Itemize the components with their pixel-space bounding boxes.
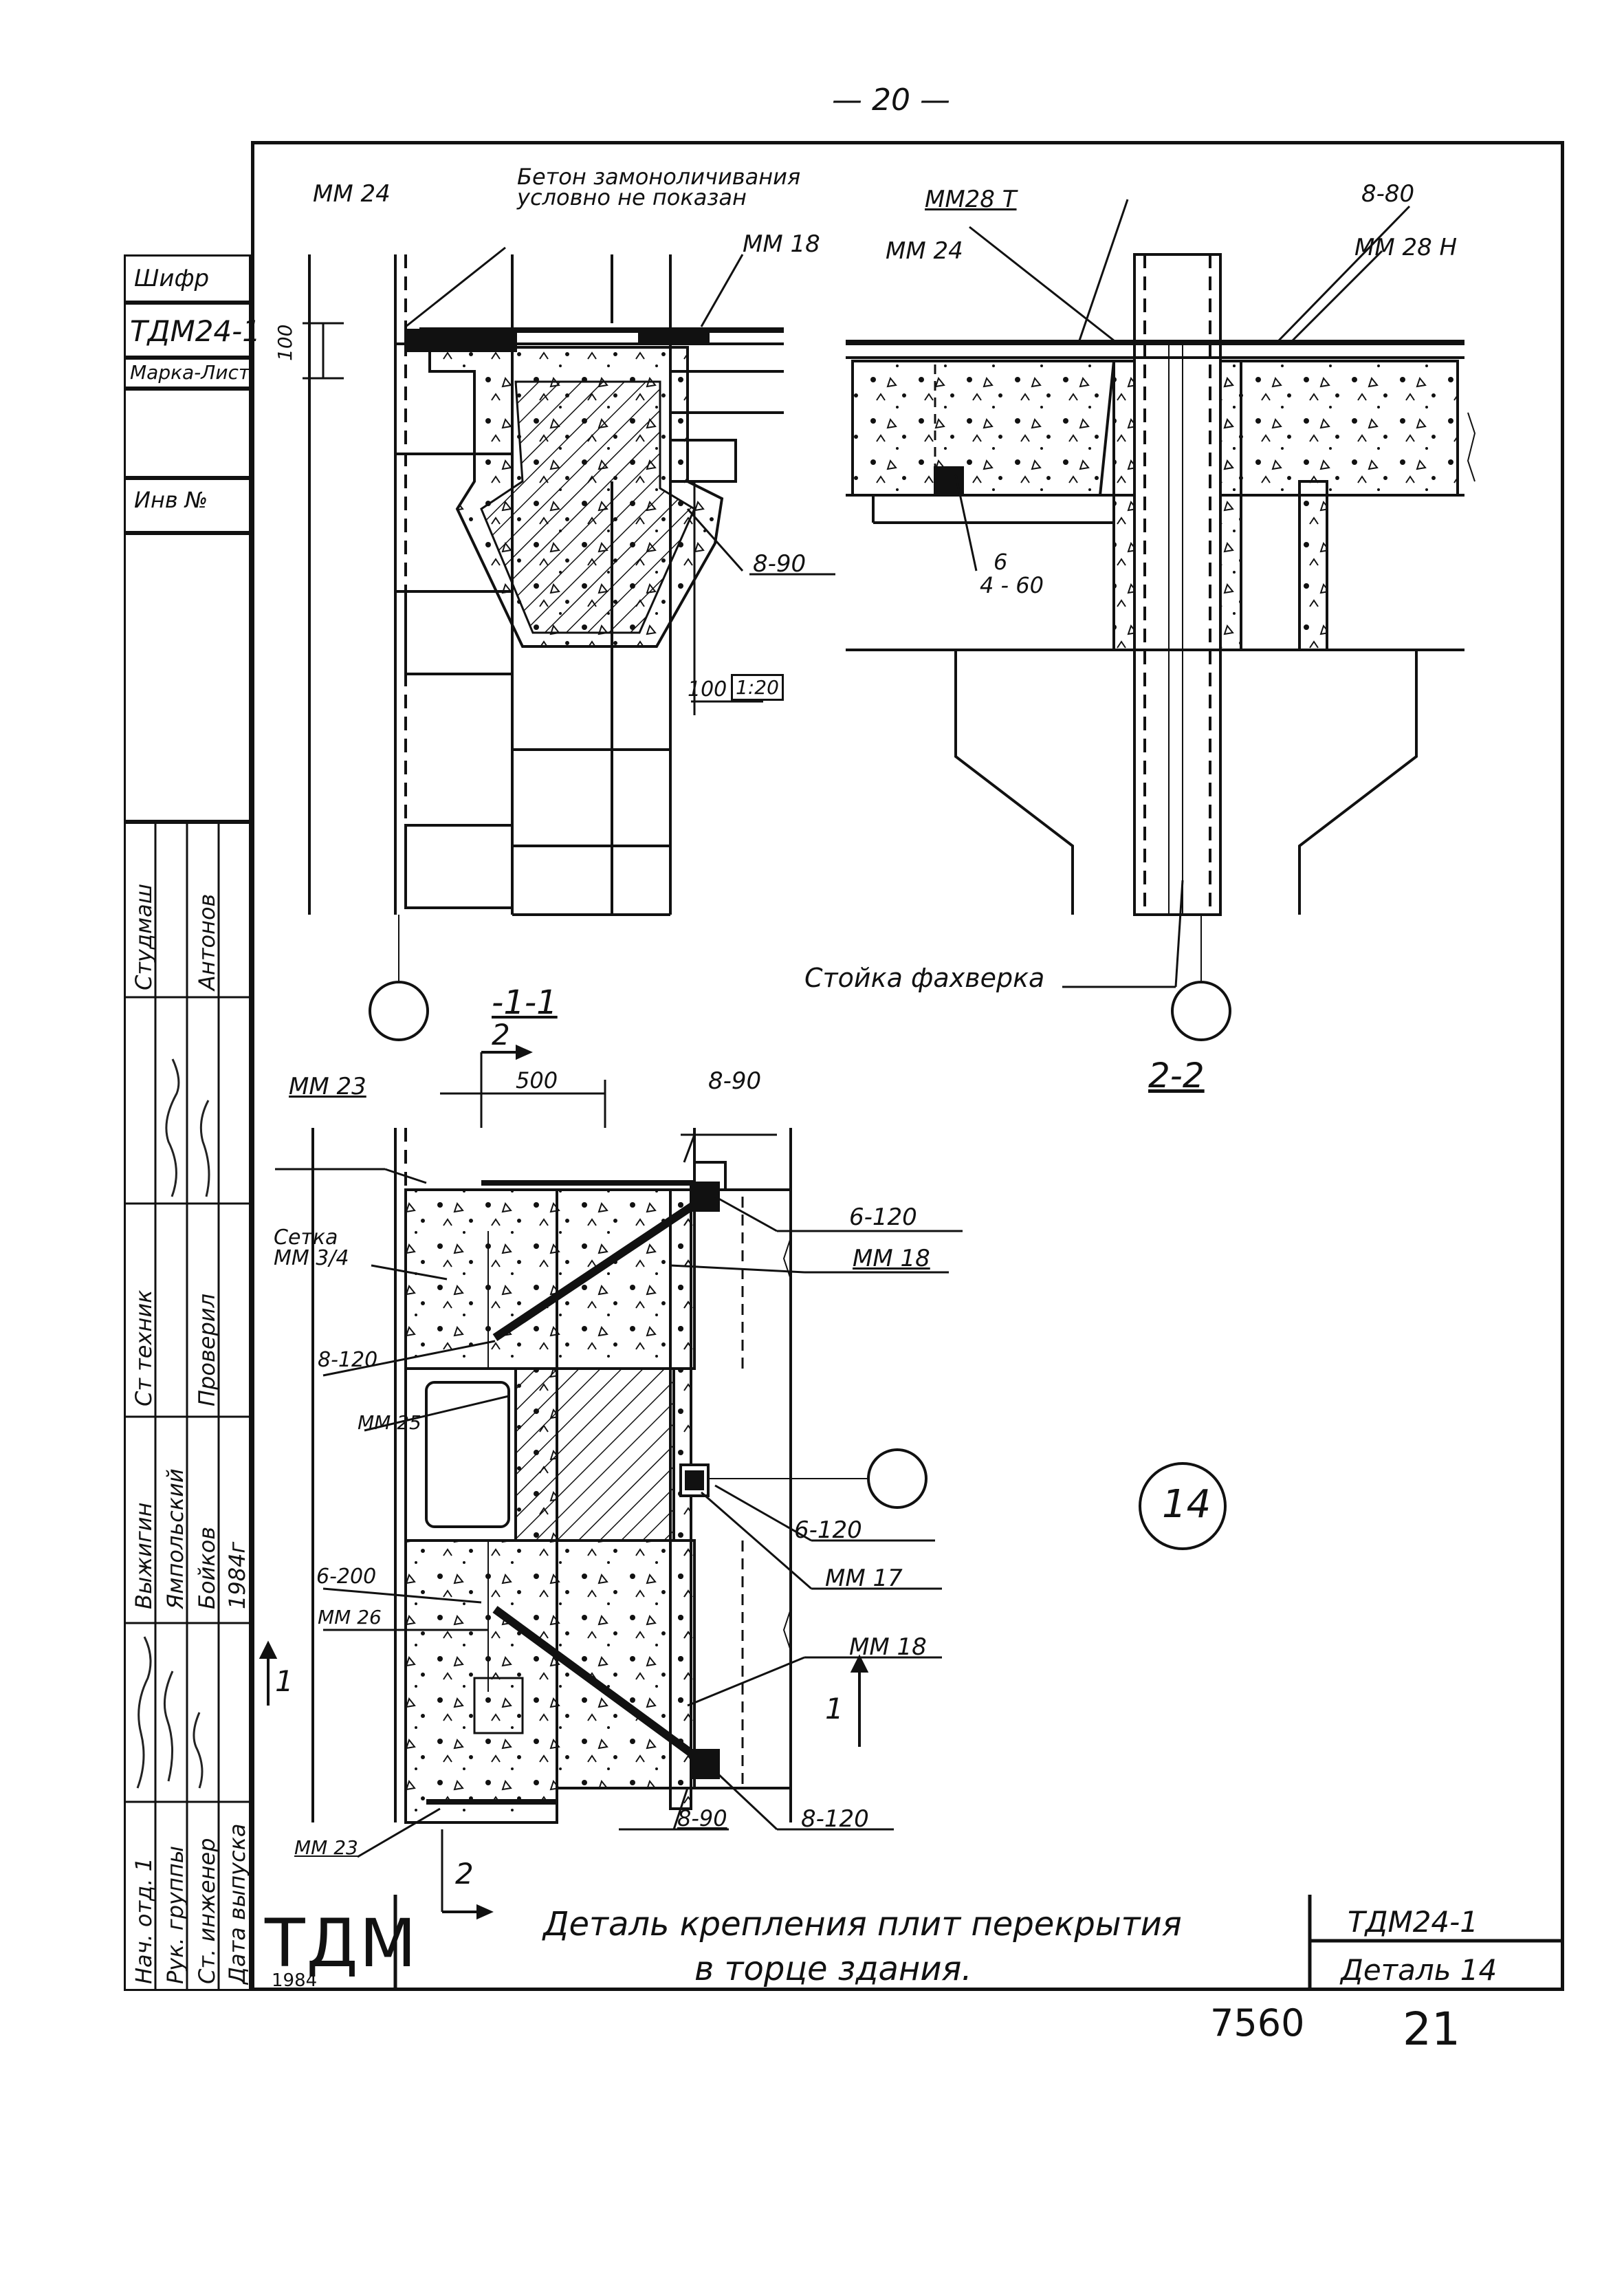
label-mm24-s11: ММ 24: [313, 180, 391, 208]
section-label-2-2: 2-2: [1148, 1056, 1205, 1096]
label-6-60-top: 6: [994, 549, 1008, 575]
cipher-value-cell: ТДМ24-1: [124, 303, 261, 358]
inv-label: Инв №: [134, 487, 208, 513]
inv-cell: Инв №: [124, 478, 251, 533]
label-8120-bottom: 8-120: [801, 1805, 869, 1833]
side-stamp: Шифр ТДМ24-1 Марка-Лист Инв №: [124, 227, 261, 1991]
title-detail: Деталь 14: [1341, 1953, 1497, 1987]
sheet-code-right: 21: [1403, 2003, 1460, 2056]
blank-cell-2: [124, 533, 251, 822]
label-mm25: ММ 25: [358, 1411, 421, 1434]
plan-view: [259, 1044, 1227, 1920]
dim-100-top: 100: [274, 324, 296, 361]
dim-500: 500: [516, 1067, 558, 1093]
mesh-line2: ММ 3/4: [274, 1246, 349, 1270]
sheet-code-left: 7560: [1210, 2001, 1305, 2045]
label-mm18-b: ММ 18: [849, 1633, 927, 1661]
title-line2: в торце здания.: [694, 1950, 972, 1988]
cut-1-right: 1: [825, 1692, 844, 1726]
cipher-label-cell: Шифр: [124, 254, 251, 303]
dim-100-bottom: 100: [688, 677, 727, 701]
title-year: 1984: [272, 1970, 318, 1991]
label-890-s11: 8-90: [753, 550, 806, 578]
label-mm26: ММ 26: [318, 1606, 382, 1629]
label-8120-left: 8-120: [318, 1348, 378, 1372]
post-note: Стойка фахверка: [804, 963, 1045, 993]
label-6-60-bottom: 4 - 60: [980, 572, 1044, 598]
title-block-lines: [393, 1895, 1564, 1991]
sheet-frame: [251, 141, 1564, 1991]
cipher-value: ТДМ24-1: [130, 314, 261, 348]
label-mm24-s22: ММ 24: [886, 237, 963, 265]
page-number-top: — 20 —: [832, 83, 950, 118]
label-890-top: 8-90: [708, 1067, 762, 1095]
concrete-note-line1: Бетон замоноличивания: [517, 164, 801, 190]
logo-tdm: ТДМ: [265, 1905, 418, 1982]
label-6120-b: 6-120: [794, 1516, 862, 1544]
label-6120-a: 6-120: [849, 1204, 917, 1231]
blank-cell: [124, 389, 251, 478]
title-line1: Деталь крепления плит перекрытия: [543, 1905, 1182, 1944]
label-mm28t: ММ28 Т: [925, 186, 1017, 213]
cut-2-bottom: 2: [455, 1857, 474, 1891]
mark-sheet-cell: Марка-Лист: [124, 358, 251, 389]
label-mm23-top: ММ 23: [289, 1073, 366, 1100]
concrete-note-line2: условно не показан: [517, 184, 747, 210]
detail-number: 14: [1162, 1482, 1211, 1527]
section-1-1: [303, 246, 835, 1041]
mesh-label: Сетка ММ 3/4: [274, 1228, 349, 1269]
label-890-bottom: 8-90: [677, 1805, 727, 1831]
label-6200: 6-200: [316, 1565, 377, 1589]
label-mm18-s11: ММ 18: [743, 230, 820, 258]
cut-1-left: 1: [275, 1664, 294, 1698]
label-880: 8-80: [1361, 180, 1415, 208]
mesh-line1: Сетка: [274, 1226, 338, 1250]
scale-label: 1:20: [731, 674, 784, 701]
label-mm18-a: ММ 18: [853, 1245, 930, 1272]
label-mm23-bottom: ММ 23: [294, 1836, 358, 1859]
cut-2-top: 2: [492, 1018, 510, 1052]
label-mm17: ММ 17: [825, 1565, 903, 1592]
section-2-2: [846, 199, 1476, 1041]
cipher-label: Шифр: [134, 265, 210, 292]
section-label-1-1: -1-1: [492, 983, 558, 1022]
concrete-note: Бетон замоноличивания условно не показан: [517, 166, 800, 208]
label-mm28n: ММ 28 Н: [1354, 234, 1458, 261]
mark-sheet-label: Марка-Лист: [130, 361, 250, 384]
label-6-60: 6 4 - 60: [980, 550, 1044, 597]
title-code: ТДМ24-1: [1348, 1905, 1479, 1939]
